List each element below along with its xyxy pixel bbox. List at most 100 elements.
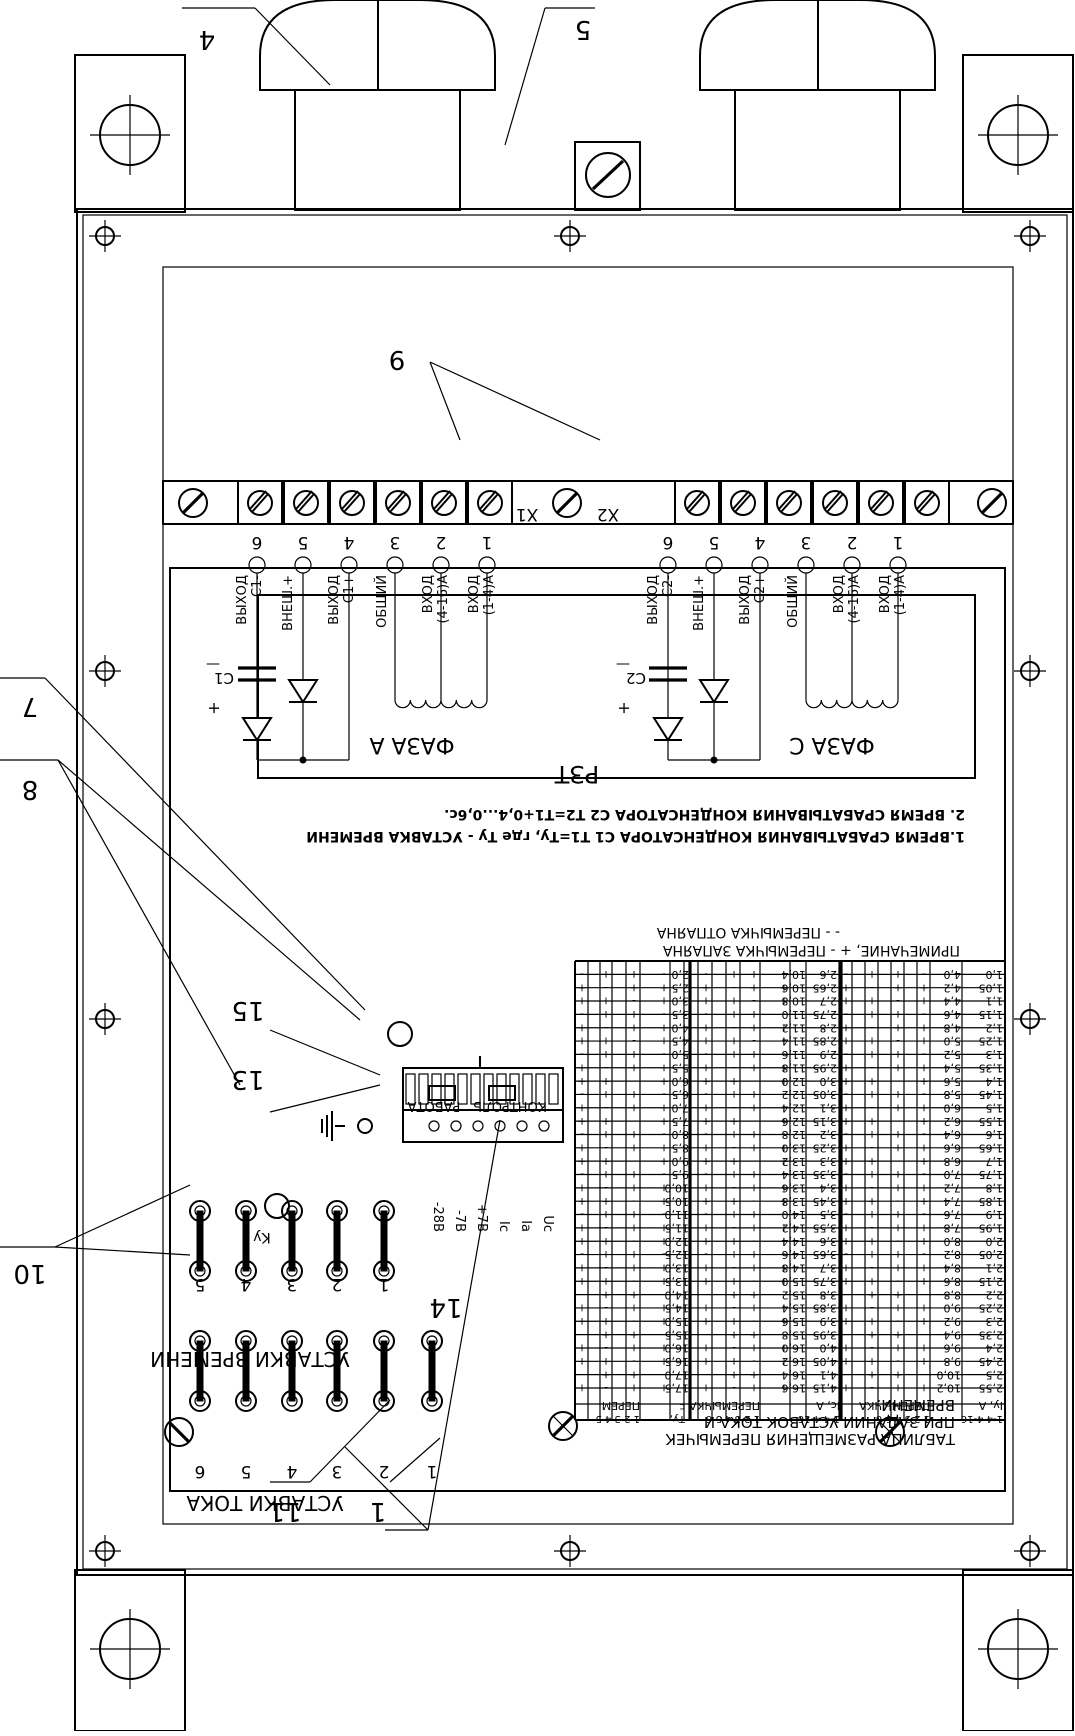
callout-13: 13	[231, 1064, 264, 1094]
current-setting-jumper-6[interactable]	[189, 1330, 211, 1412]
table-jumper-mark: +	[659, 981, 668, 994]
table-jumper-mark: +	[729, 1208, 738, 1221]
table-jumper-mark: -	[604, 1222, 608, 1235]
table-jumper-mark: -	[704, 1128, 708, 1141]
table-jumper-mark: -	[752, 1235, 756, 1248]
terminal-number-x1: 3	[390, 532, 401, 552]
board-screw	[875, 1417, 905, 1447]
table-jumper-mark: -	[704, 1208, 708, 1221]
table-jumper-mark: +	[867, 1315, 876, 1328]
table-jumper-mark: +	[701, 1061, 710, 1074]
callout-10: 10	[13, 1258, 46, 1288]
current-setting-jumper-1[interactable]	[421, 1330, 443, 1412]
table-jumper-mark: +	[729, 1275, 738, 1288]
table-jumper-mark: -	[922, 1328, 926, 1341]
table-jumper-mark: +	[867, 1168, 876, 1181]
table-cell-i2-high: 11,8	[782, 1061, 807, 1074]
table-cell-i1-low: 2,4	[986, 1342, 1004, 1355]
table-jumper-mark: -	[782, 1328, 786, 1341]
table-jumper-mark: -	[844, 1088, 848, 1101]
table-jumper-mark: +	[867, 1008, 876, 1021]
table-jumper-mark: +	[749, 1101, 758, 1114]
table-cell-i2-high: 12,0	[782, 1075, 807, 1088]
table-jumper-mark: -	[922, 968, 926, 981]
time-setting-jumper-2[interactable]	[326, 1200, 348, 1282]
current-setting-jumper-5[interactable]	[235, 1330, 257, 1412]
table-jumper-mark: +	[893, 1061, 902, 1074]
table-jumper-mark: +	[919, 1382, 928, 1395]
table-cell-i2-high: 15,6	[782, 1315, 807, 1328]
table-jumper-mark: +	[601, 1275, 610, 1288]
signal-label-x2: ВНЕШ.+	[692, 575, 707, 631]
table-jumper-mark: -	[922, 1048, 926, 1061]
table-cell-i1-low: 2,0	[986, 1235, 1004, 1248]
table-jumper-mark: -	[782, 968, 786, 981]
table-cell-i2-high: 13,8	[782, 1195, 807, 1208]
work-label: РАБОТА	[408, 1098, 461, 1113]
table-cell-i1-high: 5,2	[944, 1048, 962, 1061]
table-cell-i1-low: 1,5	[986, 1101, 1004, 1114]
table-jumper-mark: -	[896, 1075, 900, 1088]
table-cell-i2-high: 14,4	[782, 1235, 807, 1248]
mounting-foot-2	[74, 1569, 186, 1732]
table-cell-i2-low: 4,1	[820, 1368, 838, 1381]
callout-4: 4	[199, 24, 216, 54]
table-jumper-mark: -	[782, 1368, 786, 1381]
strip-screw	[552, 488, 582, 518]
time-setting-number: 3	[287, 1274, 298, 1294]
table-jumper-mark: -	[844, 1008, 848, 1021]
table-jumper-mark: +	[729, 1248, 738, 1261]
cover-screw	[89, 1535, 121, 1567]
table-header-iu-sub: 1-4 4-16	[961, 1413, 1003, 1424]
table-jumper-mark: +	[629, 1182, 638, 1195]
table-jumper-mark: +	[577, 1342, 586, 1355]
table-jumper-mark: +	[629, 1262, 638, 1275]
table-jumper-mark: -	[732, 1021, 736, 1034]
table-jumper-mark: +	[749, 1328, 758, 1341]
table-jumper-mark: +	[629, 1208, 638, 1221]
table-jumper-mark: +	[779, 1315, 788, 1328]
table-jumper-mark: +	[701, 1182, 710, 1195]
table-cell-i2-low: 3,1	[820, 1101, 838, 1114]
table-jumper-mark: -	[844, 1368, 848, 1381]
table-jumper-mark: +	[893, 1088, 902, 1101]
table-jumper-mark: +	[629, 981, 638, 994]
table-jumper-mark: +	[629, 1222, 638, 1235]
table-jumper-mark: +	[629, 1101, 638, 1114]
table-jumper-mark: +	[659, 1262, 668, 1275]
table-jumper-mark: -	[922, 1008, 926, 1021]
table-jumper-mark: +	[729, 1088, 738, 1101]
table-header-jumper-3: ПЕРЕМ.	[598, 1399, 640, 1412]
table-jumper-mark: -	[782, 1088, 786, 1101]
table-jumper-mark: +	[841, 1262, 850, 1275]
test-pin	[357, 1118, 373, 1134]
table-jumper-mark: +	[749, 1128, 758, 1141]
time-setting-jumper-1[interactable]	[373, 1200, 395, 1282]
table-jumper-mark: +	[729, 1315, 738, 1328]
time-setting-number: 1	[379, 1274, 390, 1294]
signal-label-x1: ВНЕШ.+	[281, 575, 296, 631]
current-setting-jumper-3[interactable]	[326, 1330, 348, 1412]
table-jumper-mark: +	[919, 1101, 928, 1114]
table-jumper-mark: +	[659, 1155, 668, 1168]
table-jumper-mark: +	[629, 1061, 638, 1074]
table-jumper-mark: +	[601, 1115, 610, 1128]
table-jumper-mark: +	[659, 1235, 668, 1248]
signal-label-x1: C1+	[342, 575, 357, 603]
table-jumper-mark: +	[749, 1061, 758, 1074]
time-setting-jumper-3[interactable]	[281, 1200, 303, 1282]
current-setting-jumper-4[interactable]	[281, 1330, 303, 1412]
table-header-time: с	[680, 1401, 686, 1412]
table-cell-i1-low: 2,35	[979, 1328, 1004, 1341]
table-jumper-mark: +	[867, 1048, 876, 1061]
time-setting-jumper-5[interactable]	[189, 1200, 211, 1282]
table-cell-i2-high: 12,6	[782, 1115, 807, 1128]
table-cell-i1-high: 7,2	[944, 1182, 962, 1195]
table-jumper-mark: -	[844, 1288, 848, 1301]
time-setting-jumper-4[interactable]	[235, 1200, 257, 1282]
table-cell-i1-high: 5,8	[944, 1088, 962, 1101]
current-setting-jumper-2[interactable]	[373, 1330, 395, 1412]
mounting-foot-3	[962, 54, 1074, 213]
table-jumper-mark: -	[632, 1315, 636, 1328]
table-jumper-mark: -	[662, 1168, 666, 1181]
